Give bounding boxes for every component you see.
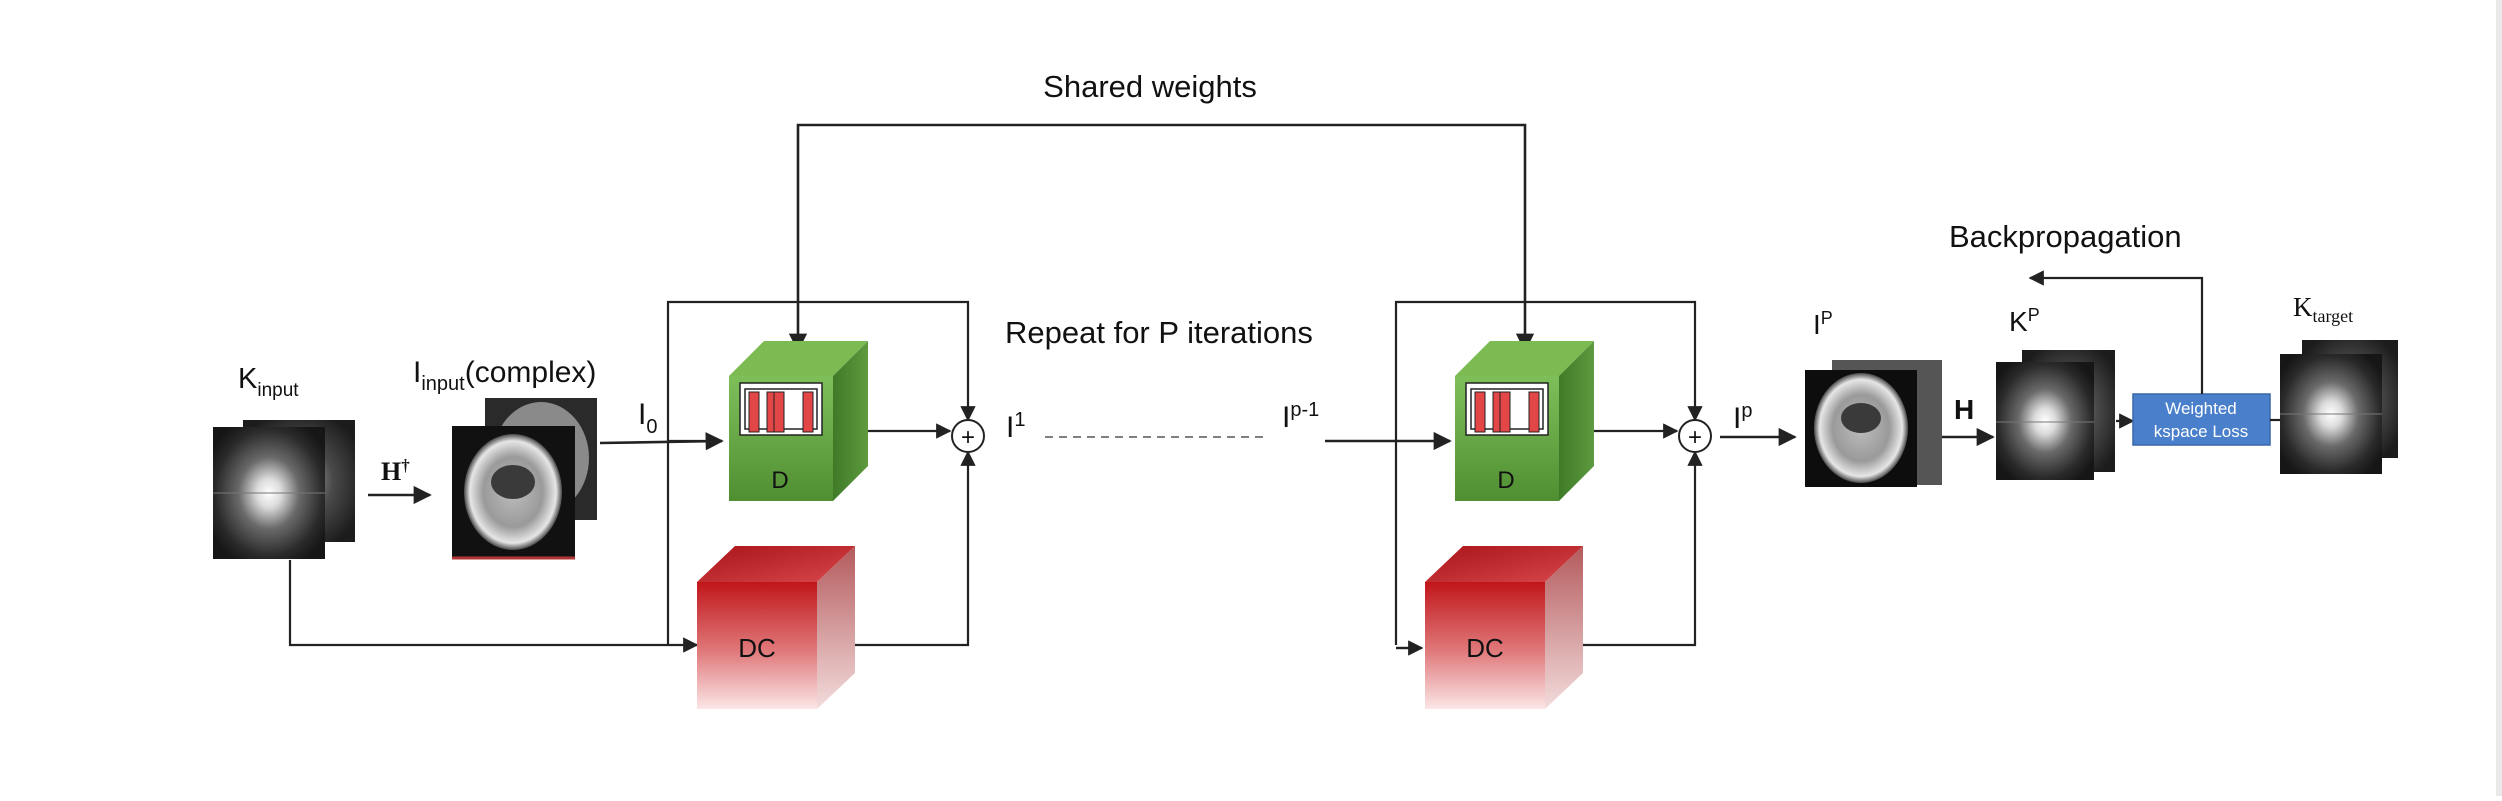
svg-text:+: + <box>961 424 975 451</box>
svg-text:kspace Loss: kspace Loss <box>2154 422 2249 441</box>
i-input-label: Iinput(complex) <box>413 356 596 395</box>
backprop-arrow <box>2028 270 2204 394</box>
d-label-p: D <box>1497 467 1514 494</box>
repeat-label: Repeat for P iterations <box>1005 315 1313 350</box>
k-input-label: Kinput <box>238 363 299 401</box>
shared-weights-label: Shared weights <box>1043 69 1257 104</box>
stage-p: D DC + <box>1394 300 1712 709</box>
i0-label: I0 <box>638 398 657 438</box>
sum-node-p: + <box>1678 419 1712 453</box>
d-block-p: D <box>1455 341 1594 501</box>
svg-text:+: + <box>1688 424 1702 451</box>
ip-label: Ip <box>1733 400 1752 435</box>
dc-label-p: DC <box>1466 633 1504 663</box>
k-input-to-dc-line <box>288 560 699 653</box>
ip-image-stack <box>1805 360 1942 487</box>
shared-weights-connector <box>788 123 1535 352</box>
i1-label: I1 <box>1006 409 1025 444</box>
i-input-stack <box>452 398 597 560</box>
dc-label-1: DC <box>738 633 776 663</box>
dc-block-1: DC <box>697 546 855 709</box>
page-edge <box>2496 0 2502 796</box>
svg-text:Weighted: Weighted <box>2165 399 2237 418</box>
k-input-stack <box>213 420 355 559</box>
kp-label: KP <box>2009 305 2040 337</box>
h-adjoint-label: H† <box>381 456 410 486</box>
weighted-kspace-loss-box: Weighted kspace Loss <box>2132 393 2271 446</box>
d-block-1: D <box>729 341 868 501</box>
stage-1: D DC + <box>666 300 985 709</box>
k-target-label: Ktarget <box>2293 292 2353 326</box>
dc-block-p: DC <box>1425 546 1583 709</box>
kp-stack <box>1996 350 2115 480</box>
sum-node-1: + <box>951 419 985 453</box>
backprop-label: Backpropagation <box>1949 219 2182 254</box>
k-target-stack <box>2280 340 2398 474</box>
ip-image-label: IP <box>1813 308 1833 340</box>
h-label: H <box>1954 394 1974 425</box>
ip-minus-1-label: Ip-1 <box>1282 399 1319 434</box>
d-label-1: D <box>771 467 788 494</box>
